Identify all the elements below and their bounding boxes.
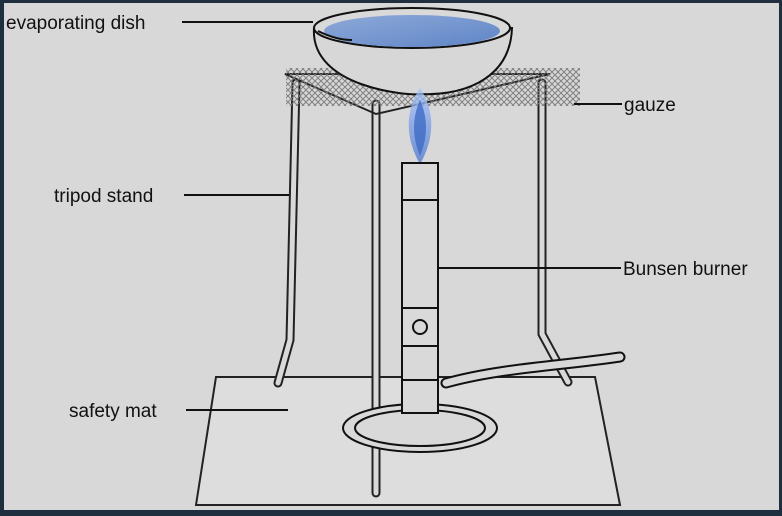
label-evaporating-dish: evaporating dish — [6, 13, 145, 34]
flame — [408, 88, 432, 164]
bunsen-burner — [342, 162, 626, 453]
water — [324, 15, 500, 47]
label-bunsen-burner: Bunsen burner — [623, 259, 748, 280]
label-gauze: gauze — [624, 95, 676, 116]
evaporating-dish — [312, 7, 514, 96]
label-tripod-stand: tripod stand — [54, 186, 153, 207]
label-safety-mat: safety mat — [69, 401, 157, 422]
